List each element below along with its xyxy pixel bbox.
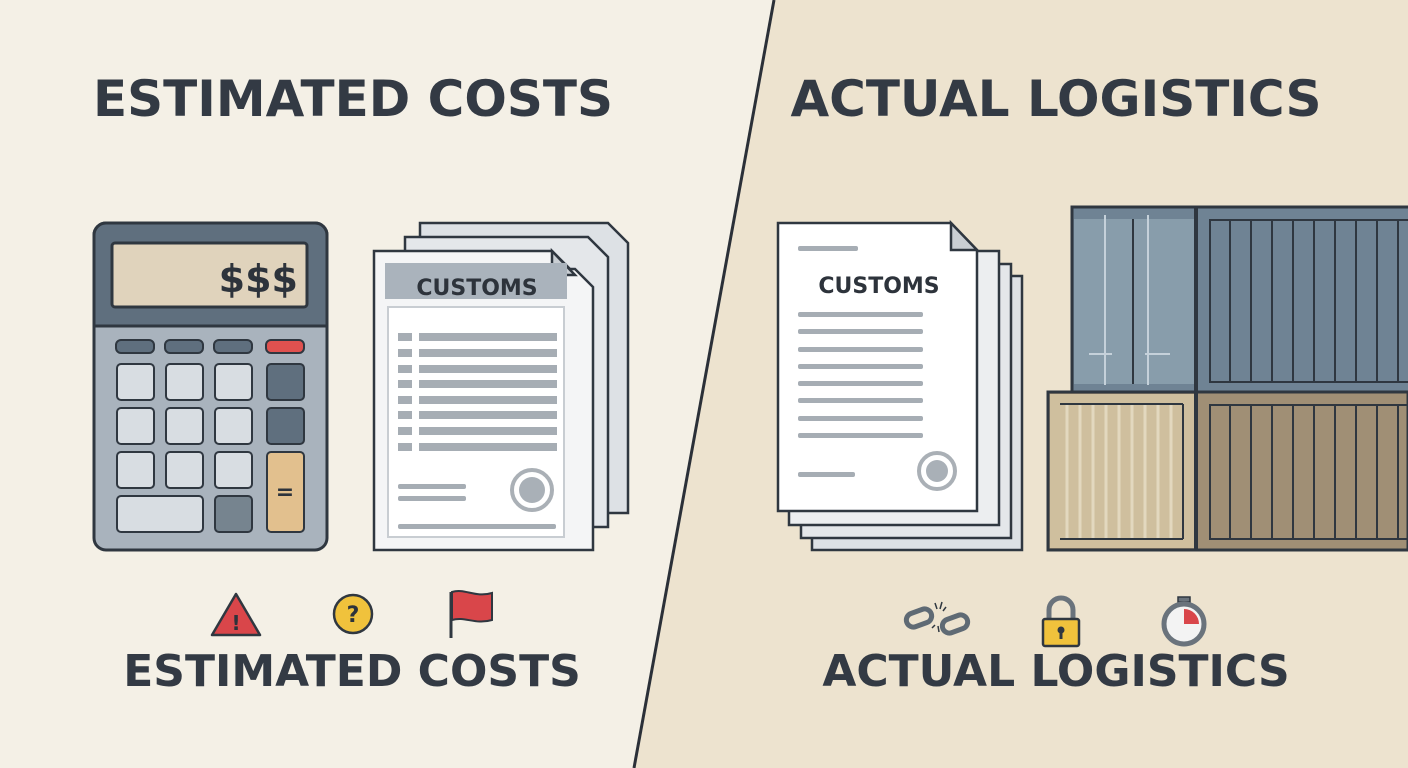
- broken-chain-icon: [903, 601, 971, 636]
- document-lines-right: [798, 246, 923, 477]
- warning-glyph: !: [231, 611, 240, 635]
- document-lines-left: [398, 333, 557, 529]
- calculator-display-value: $$$: [219, 257, 298, 301]
- seal-icon: [510, 468, 554, 512]
- right-title: ACTUAL LOGISTICS: [790, 70, 1321, 128]
- stopwatch-icon: [1161, 596, 1207, 647]
- question-mark-icon: [332, 593, 374, 635]
- shipping-containers: [1046, 205, 1408, 552]
- red-flag-icon: [449, 590, 493, 638]
- customs-header-right: CUSTOMS: [818, 274, 939, 299]
- question-glyph: ?: [347, 603, 360, 628]
- customs-header-left: CUSTOMS: [416, 276, 537, 301]
- customs-document-stack-right: [776, 219, 1024, 552]
- calculator-icon: $$$ =: [92, 221, 329, 552]
- equals-key: [266, 451, 305, 533]
- padlock-icon: [1041, 595, 1081, 648]
- seal-icon-right: [917, 451, 957, 491]
- left-caption: ESTIMATED COSTS: [123, 646, 581, 697]
- left-title: ESTIMATED COSTS: [93, 70, 613, 128]
- warning-triangle-icon: [210, 592, 262, 637]
- diagonal-divider: [632, 0, 776, 768]
- equals-key-label: =: [276, 480, 294, 505]
- right-caption: ACTUAL LOGISTICS: [822, 646, 1289, 697]
- calculator-display: [110, 241, 309, 309]
